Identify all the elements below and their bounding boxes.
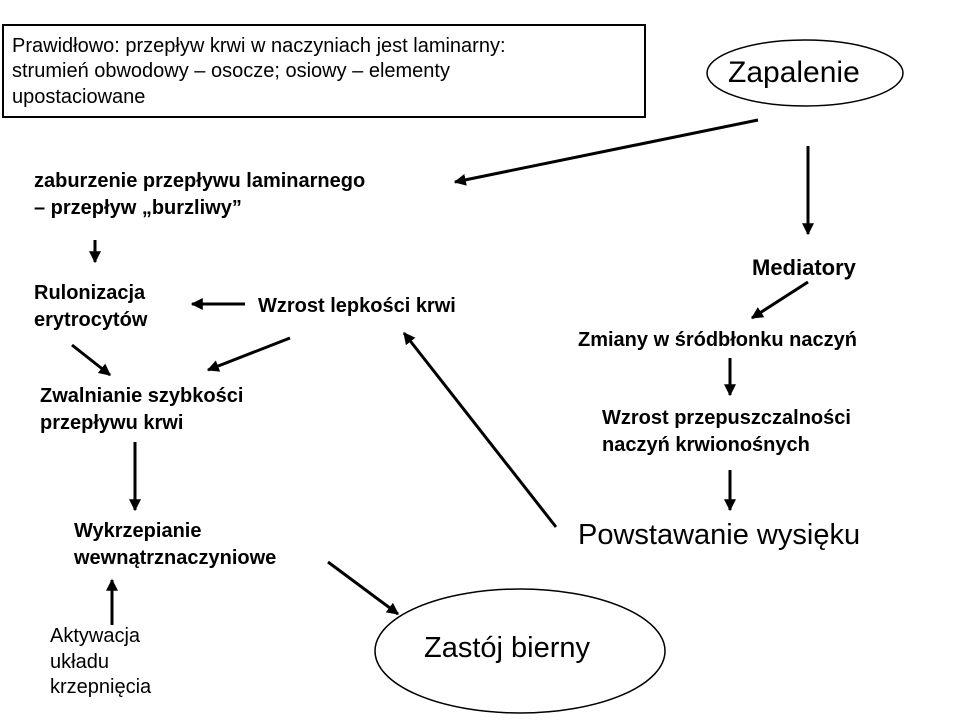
mediatory-label: Mediatory (752, 255, 856, 280)
zastoj-label: Zastój bierny (424, 632, 591, 664)
arrow-lepkosc-zwalnianie (206, 336, 291, 372)
rulonizacja-label: Rulonizacja erytrocytów (34, 282, 148, 331)
zapalenie-ellipse (706, 39, 904, 107)
arrow-rulonizacja-zwalnianie (71, 343, 111, 377)
arrow-zapalenie-zaburzenie (453, 118, 759, 186)
arrow-wysiek-lepkosc (402, 332, 558, 528)
info-box: Prawidłowo: przepływ krwi w naczyniach j… (2, 24, 646, 118)
arrow-mediatory-zmiany (750, 280, 809, 320)
wykrzepianie-label: Wykrzepianie wewnątrznaczyniowe (74, 520, 277, 569)
zapalenie-label: Zapalenie (728, 56, 860, 89)
zmiany-label: Zmiany w śródbłonku naczyń (578, 329, 857, 351)
przepuszczalnosc-label: Wzrost przepuszczalności naczyń krwionoś… (602, 407, 851, 456)
zwalnianie-label: Zwalnianie szybkości przepływu krwi (40, 385, 244, 434)
lepkosc-label: Wzrost lepkości krwi (258, 295, 456, 317)
zastoj-ellipse (374, 588, 666, 714)
aktywacja-label: Aktywacja układu krzepnięcia (50, 625, 152, 699)
arrow-wykrzepianie-zastoj (327, 560, 399, 616)
zaburzenie-label: zaburzenie przepływu laminarnego – przep… (34, 170, 366, 219)
wysiek-label: Powstawanie wysięku (578, 519, 861, 551)
